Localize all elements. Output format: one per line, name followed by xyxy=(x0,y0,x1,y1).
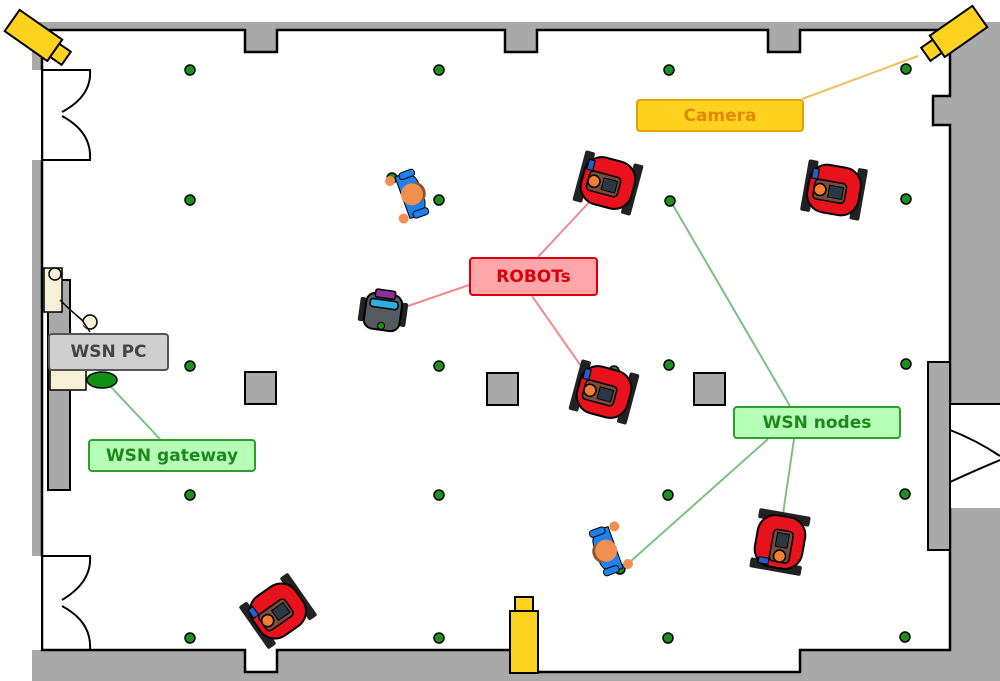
pillar xyxy=(486,372,519,406)
outer-walls xyxy=(32,22,1000,681)
person-top-view-icon xyxy=(385,168,430,224)
pillar xyxy=(244,371,277,405)
sensor-node-dot-icon xyxy=(184,360,196,372)
person-top-view-icon xyxy=(588,521,633,577)
sensor-node-dot-icon xyxy=(433,632,445,644)
sensor-node-dot-icon xyxy=(184,64,196,76)
wheeled-robot-icon xyxy=(800,159,868,221)
double-door-icon xyxy=(41,69,92,161)
workstation-icon xyxy=(43,267,98,391)
sensor-node-dot-icon xyxy=(899,488,911,500)
sensor-node-dot-icon xyxy=(663,64,675,76)
sensor-node-dot-icon xyxy=(184,489,196,501)
security-camera-icon xyxy=(3,8,73,67)
sensor-node-dot-icon xyxy=(664,195,676,207)
gateway-ellipse-icon xyxy=(86,371,118,389)
sensor-node-dot-icon xyxy=(663,359,675,371)
double-door-icon xyxy=(949,403,1000,508)
sensor-node-dot-icon xyxy=(433,64,445,76)
wsn-gateway-label: WSN gateway xyxy=(88,439,256,472)
right-wall-cabinet xyxy=(927,361,951,551)
wheeled-robot-icon xyxy=(749,508,811,576)
sensor-node-dot-icon xyxy=(433,360,445,372)
sensor-node-dot-icon xyxy=(899,631,911,643)
pillar xyxy=(693,372,726,406)
sensor-node-dot-icon xyxy=(184,632,196,644)
robots-layer xyxy=(239,150,868,649)
sensor-node-dot-icon xyxy=(900,193,912,205)
robots-label: ROBOTs xyxy=(469,257,598,296)
double-door-icon xyxy=(41,555,92,651)
wheeled-robot-icon xyxy=(568,359,640,425)
wsn-pc-label: WSN PC xyxy=(48,333,169,371)
wsn-nodes-label: WSN nodes xyxy=(733,406,901,439)
camera-label: Camera xyxy=(636,99,804,132)
sensor-node-dot-icon xyxy=(662,489,674,501)
small-robot-icon xyxy=(357,288,409,333)
sensor-node-dot-icon xyxy=(900,63,912,75)
wheeled-robot-icon xyxy=(239,573,317,649)
sensor-node-dot-icon xyxy=(433,194,445,206)
people-layer xyxy=(385,168,633,577)
sensor-node-dot-icon xyxy=(184,194,196,206)
room-floor xyxy=(40,28,952,674)
sensor-node-dot-icon xyxy=(900,358,912,370)
sensor-node-dot-icon xyxy=(662,632,674,644)
security-camera-icon xyxy=(919,4,989,63)
tripod-camera-icon xyxy=(509,596,539,674)
wheeled-robot-icon xyxy=(572,150,644,216)
sensor-node-dot-icon xyxy=(433,489,445,501)
pillars xyxy=(244,371,726,406)
